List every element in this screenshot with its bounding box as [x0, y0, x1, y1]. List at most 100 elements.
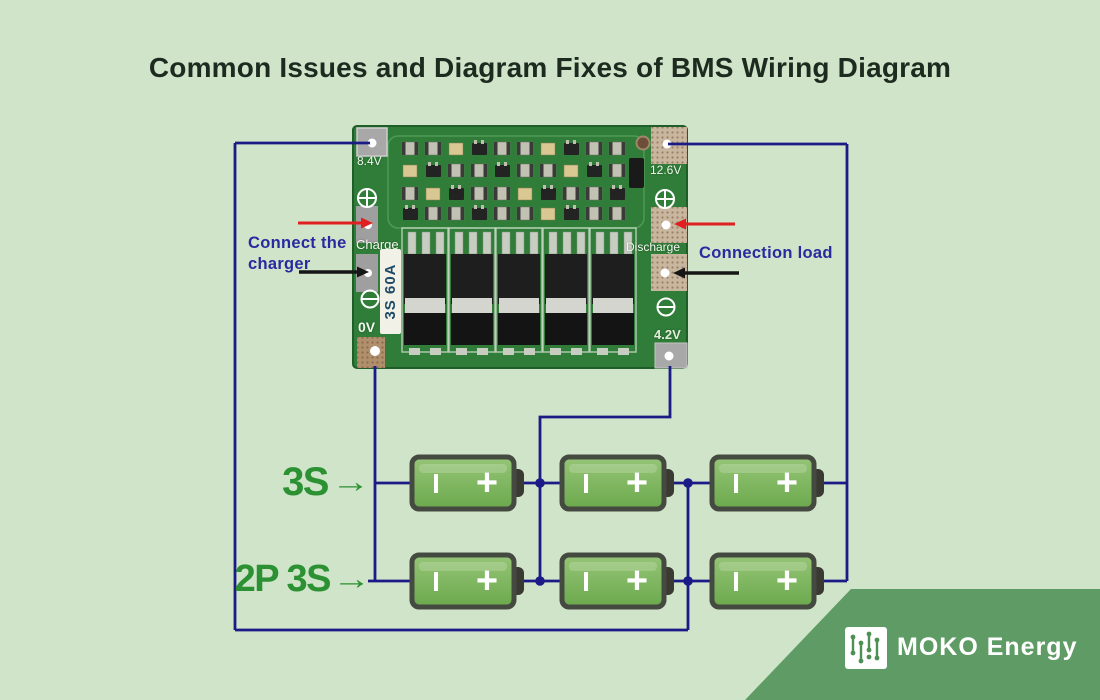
moko-molecule-icon	[850, 631, 880, 664]
plus-terminal-icon	[357, 188, 377, 208]
battery-sheen	[419, 464, 507, 473]
smd-transistor	[449, 188, 464, 200]
smd-leg	[619, 185, 622, 189]
battery-neg-symbol: I	[732, 468, 740, 499]
smd-capacitor	[425, 187, 441, 201]
logo-banner-shape	[745, 589, 1100, 700]
smd-resistor-end	[529, 142, 533, 155]
logo-wordmark: MOKO Energy	[897, 633, 1078, 661]
smd-resistor-end	[517, 142, 521, 155]
battery-sheen	[719, 562, 807, 571]
arrowhead-icon	[673, 267, 685, 279]
battery-pos-symbol: +	[476, 560, 498, 602]
mosfet-lead	[407, 231, 417, 255]
smd-resistor-end	[402, 187, 406, 200]
smd-resistor-end	[494, 187, 498, 200]
mosfet-tab	[452, 298, 492, 313]
wire-segment	[538, 366, 672, 581]
mosfet-lead	[595, 231, 605, 255]
battery-body	[409, 552, 517, 610]
smd-resistor-end	[448, 207, 452, 220]
smd-capacitor	[563, 164, 579, 178]
smd-resistor-end	[494, 142, 498, 155]
smd-resistor-end	[540, 164, 544, 177]
smd-leg	[405, 205, 408, 209]
mosfet-lead	[576, 231, 586, 255]
smd-resistor-end	[460, 164, 464, 177]
wire-junction-dot	[683, 576, 693, 586]
wire-junction-dot	[535, 478, 545, 488]
wire-junction-dot	[535, 576, 545, 586]
smd-resistor-end	[621, 207, 625, 220]
plus-terminal-icon	[655, 189, 675, 209]
battery-cell: I+	[409, 454, 524, 512]
smd-resistor-end	[471, 164, 475, 177]
battery-pos-symbol: +	[476, 462, 498, 504]
battery-sheen	[569, 562, 657, 571]
molecule-node	[858, 640, 864, 646]
smd-leg	[474, 140, 477, 144]
battery-body	[709, 552, 817, 610]
mosfet-lead	[529, 231, 539, 255]
smd-leg	[435, 162, 438, 166]
smd-transistor	[495, 165, 510, 177]
mosfet-lead	[454, 231, 464, 255]
smd-leg	[566, 140, 569, 144]
smd-resistor-end	[586, 142, 590, 155]
logo-mark-tile	[845, 627, 887, 669]
battery-neg-symbol: I	[732, 566, 740, 597]
mosfet-pad	[618, 348, 629, 355]
mosfet-lead	[548, 231, 558, 255]
pad-label-12v6: 12.6V	[650, 163, 682, 177]
mosfet-frame	[495, 227, 543, 353]
smd-leg	[481, 205, 484, 209]
smd-resistor-end	[598, 207, 602, 220]
arrowhead-icon	[361, 217, 373, 229]
smd-transistor	[587, 165, 602, 177]
battery-sheen	[569, 464, 657, 473]
smd-resistor-end	[471, 187, 475, 200]
mosfet-body	[545, 313, 587, 345]
smd-resistor-end	[563, 187, 567, 200]
logo-banner	[745, 589, 1100, 700]
smd-transistor	[426, 165, 441, 177]
mosfet-body	[592, 254, 634, 304]
smd-resistor-end	[517, 207, 521, 220]
smd-leg	[428, 162, 431, 166]
smd-resistor-end	[621, 142, 625, 155]
smd-leg	[573, 140, 576, 144]
molecule-node	[866, 647, 872, 653]
mosfet-lead	[515, 231, 525, 255]
smd-resistor-end	[586, 207, 590, 220]
mosfet-pad	[597, 348, 608, 355]
smd-resistor-end	[460, 207, 464, 220]
battery-body	[559, 454, 667, 512]
mosfet-body	[498, 313, 540, 345]
smd-transistor	[403, 208, 418, 220]
smd-resistor-end	[586, 187, 590, 200]
molecule-node	[858, 658, 864, 664]
battery-cell: I+	[709, 454, 824, 512]
smd-resistor-end	[483, 164, 487, 177]
smd-resistor-end	[494, 207, 498, 220]
smd-capacitor	[540, 207, 556, 221]
smd-leg	[481, 140, 484, 144]
pcb-rating-label: 3S 60A	[380, 249, 401, 334]
mosfet-lead	[482, 231, 492, 255]
pad-label-0v: 0V	[358, 319, 376, 335]
leader-arrows	[298, 217, 739, 279]
mosfet-tab	[546, 298, 586, 313]
smd-resistor-end	[598, 142, 602, 155]
mosfet-lead	[609, 231, 619, 255]
smd-resistor-end	[529, 164, 533, 177]
solder-dot	[370, 346, 380, 356]
smd-leg	[566, 205, 569, 209]
smd-resistor-end	[609, 164, 613, 177]
smd-leg	[550, 185, 553, 189]
smd-resistor-end	[529, 207, 533, 220]
smd-transistor	[472, 143, 487, 155]
mosfet-body	[404, 313, 446, 345]
smd-leg	[474, 205, 477, 209]
annotation-connect-charger: Connect the charger	[248, 233, 347, 275]
